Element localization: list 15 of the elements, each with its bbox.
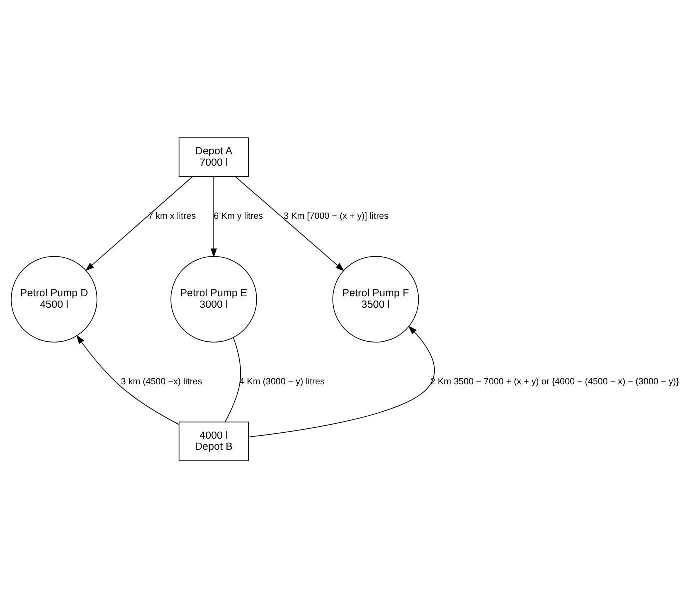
node-circle: Petrol Pump F 3500 l [332, 256, 420, 343]
arrow [210, 176, 218, 258]
edge-label: 3 Km [7000 − (x + y)] litres [284, 211, 389, 222]
arrow [76, 335, 180, 426]
node-circle: Petrol Pump D 4500 l [11, 256, 98, 343]
edge-label: 3 km (4500 −x) litres [121, 376, 202, 387]
node-circle: Petrol Pump E 3000 l [170, 256, 258, 343]
arrow [248, 326, 436, 438]
edge-label: 7 km x litres [148, 211, 196, 222]
connector [224, 337, 242, 423]
edge-label: 6 Km y litres [214, 211, 264, 222]
node-box: 4000 l Depot B [178, 422, 250, 462]
arrow [235, 176, 345, 272]
node-box: Depot A 7000 l [178, 138, 250, 178]
arrow [86, 176, 194, 272]
